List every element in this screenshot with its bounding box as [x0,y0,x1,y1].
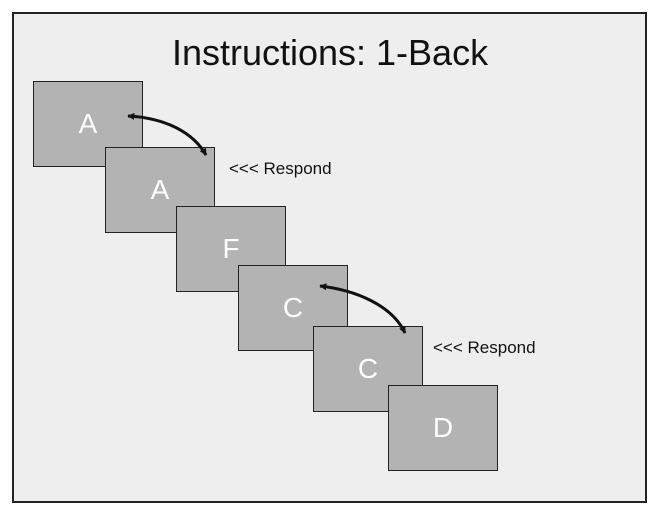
stimulus-card-1: A [33,81,143,167]
stimulus-letter: A [150,174,170,205]
stimulus-letter: C [282,292,304,323]
stimulus-card-6: D [388,385,498,471]
stimulus-letter: D [432,412,454,443]
stimulus-letter: A [78,108,98,139]
respond-label-2: <<< Respond [433,338,536,357]
stimulus-card-3: F [176,206,286,292]
stimulus-letter: C [357,353,379,384]
respond-label-1: <<< Respond [229,159,332,178]
stimulus-letter: F [222,233,240,264]
diagram-title: Instructions: 1-Back [171,32,489,73]
